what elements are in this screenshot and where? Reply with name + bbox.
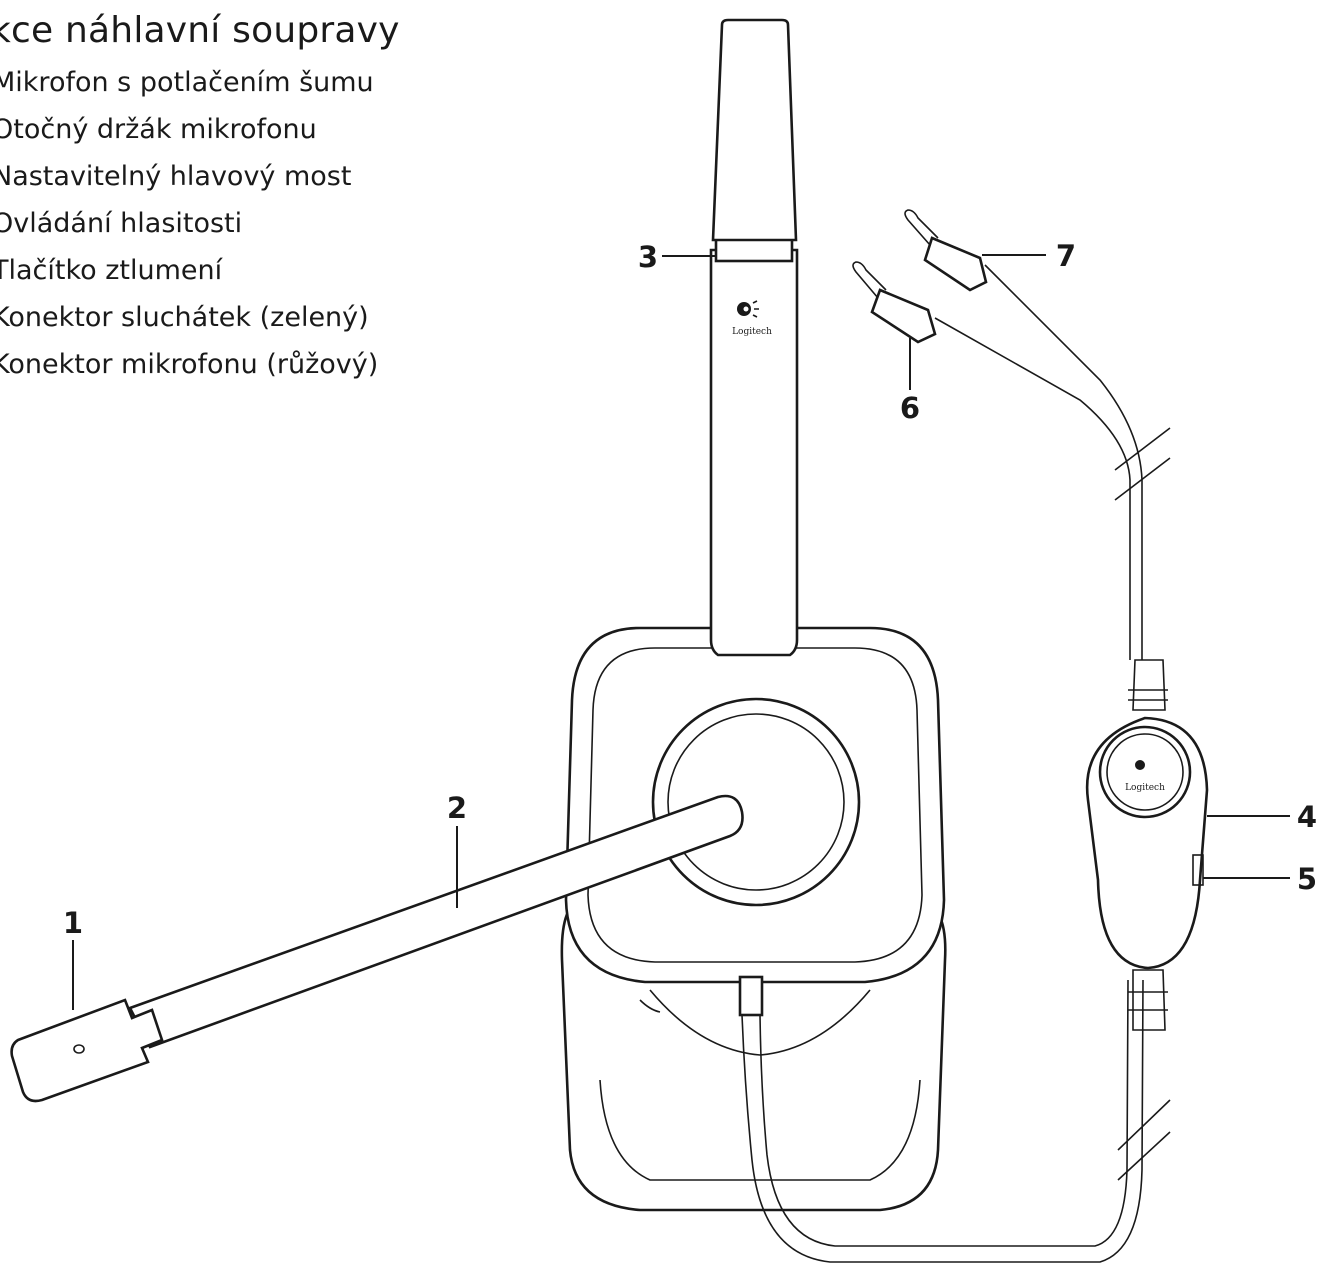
earcup-outer-ring [651,697,861,907]
callout-4: 4 [1297,800,1317,834]
callout-1: 1 [63,906,83,940]
legend-list: Mikrofon s potlačením šumu Otočný držák … [0,64,378,393]
feature-legend: kce náhlavní soupravy Mikrofon s potlače… [0,0,400,400]
legend-title: kce náhlavní soupravy [0,10,400,51]
legend-item-1: Mikrofon s potlačením šumu [0,67,374,98]
legend-item-5: Tlačítko ztlumení [0,255,223,286]
callout-3: 3 [638,240,658,274]
legend-item-6: Konektor sluchátek (zelený) [0,302,369,333]
callout-2: 2 [447,791,467,825]
callout-6: 6 [900,391,920,425]
headband-logo-text: Logitech [732,327,772,337]
inline-volume-control: Logitech [1085,659,1209,1031]
logitech-logo-icon: Logitech [732,300,772,337]
plug-6 [870,288,937,344]
callout-5: 5 [1297,862,1317,896]
callout-7: 7 [1056,239,1076,273]
leader-lines [72,254,1290,1010]
legend-item-7: Konektor mikrofonu (růžový) [0,349,379,380]
microphone-boom [10,794,744,1103]
headband-top [711,18,798,242]
mute-button [1192,854,1204,886]
legend-item-4: Ovládání hlasitosti [0,208,243,239]
control-logo-text: Logitech [1125,783,1165,793]
headband [709,18,799,657]
legend-item-2: Otočný držák mikrofonu [0,114,317,145]
front-earcup [564,626,946,984]
earcup-inner-ring [667,713,845,891]
headset-cable [738,975,1171,1263]
legend-item-3: Nastavitelný hlavový most [0,161,352,192]
microphone-tip [10,998,164,1103]
plug-7 [923,236,988,292]
plug-cables [852,209,1171,660]
